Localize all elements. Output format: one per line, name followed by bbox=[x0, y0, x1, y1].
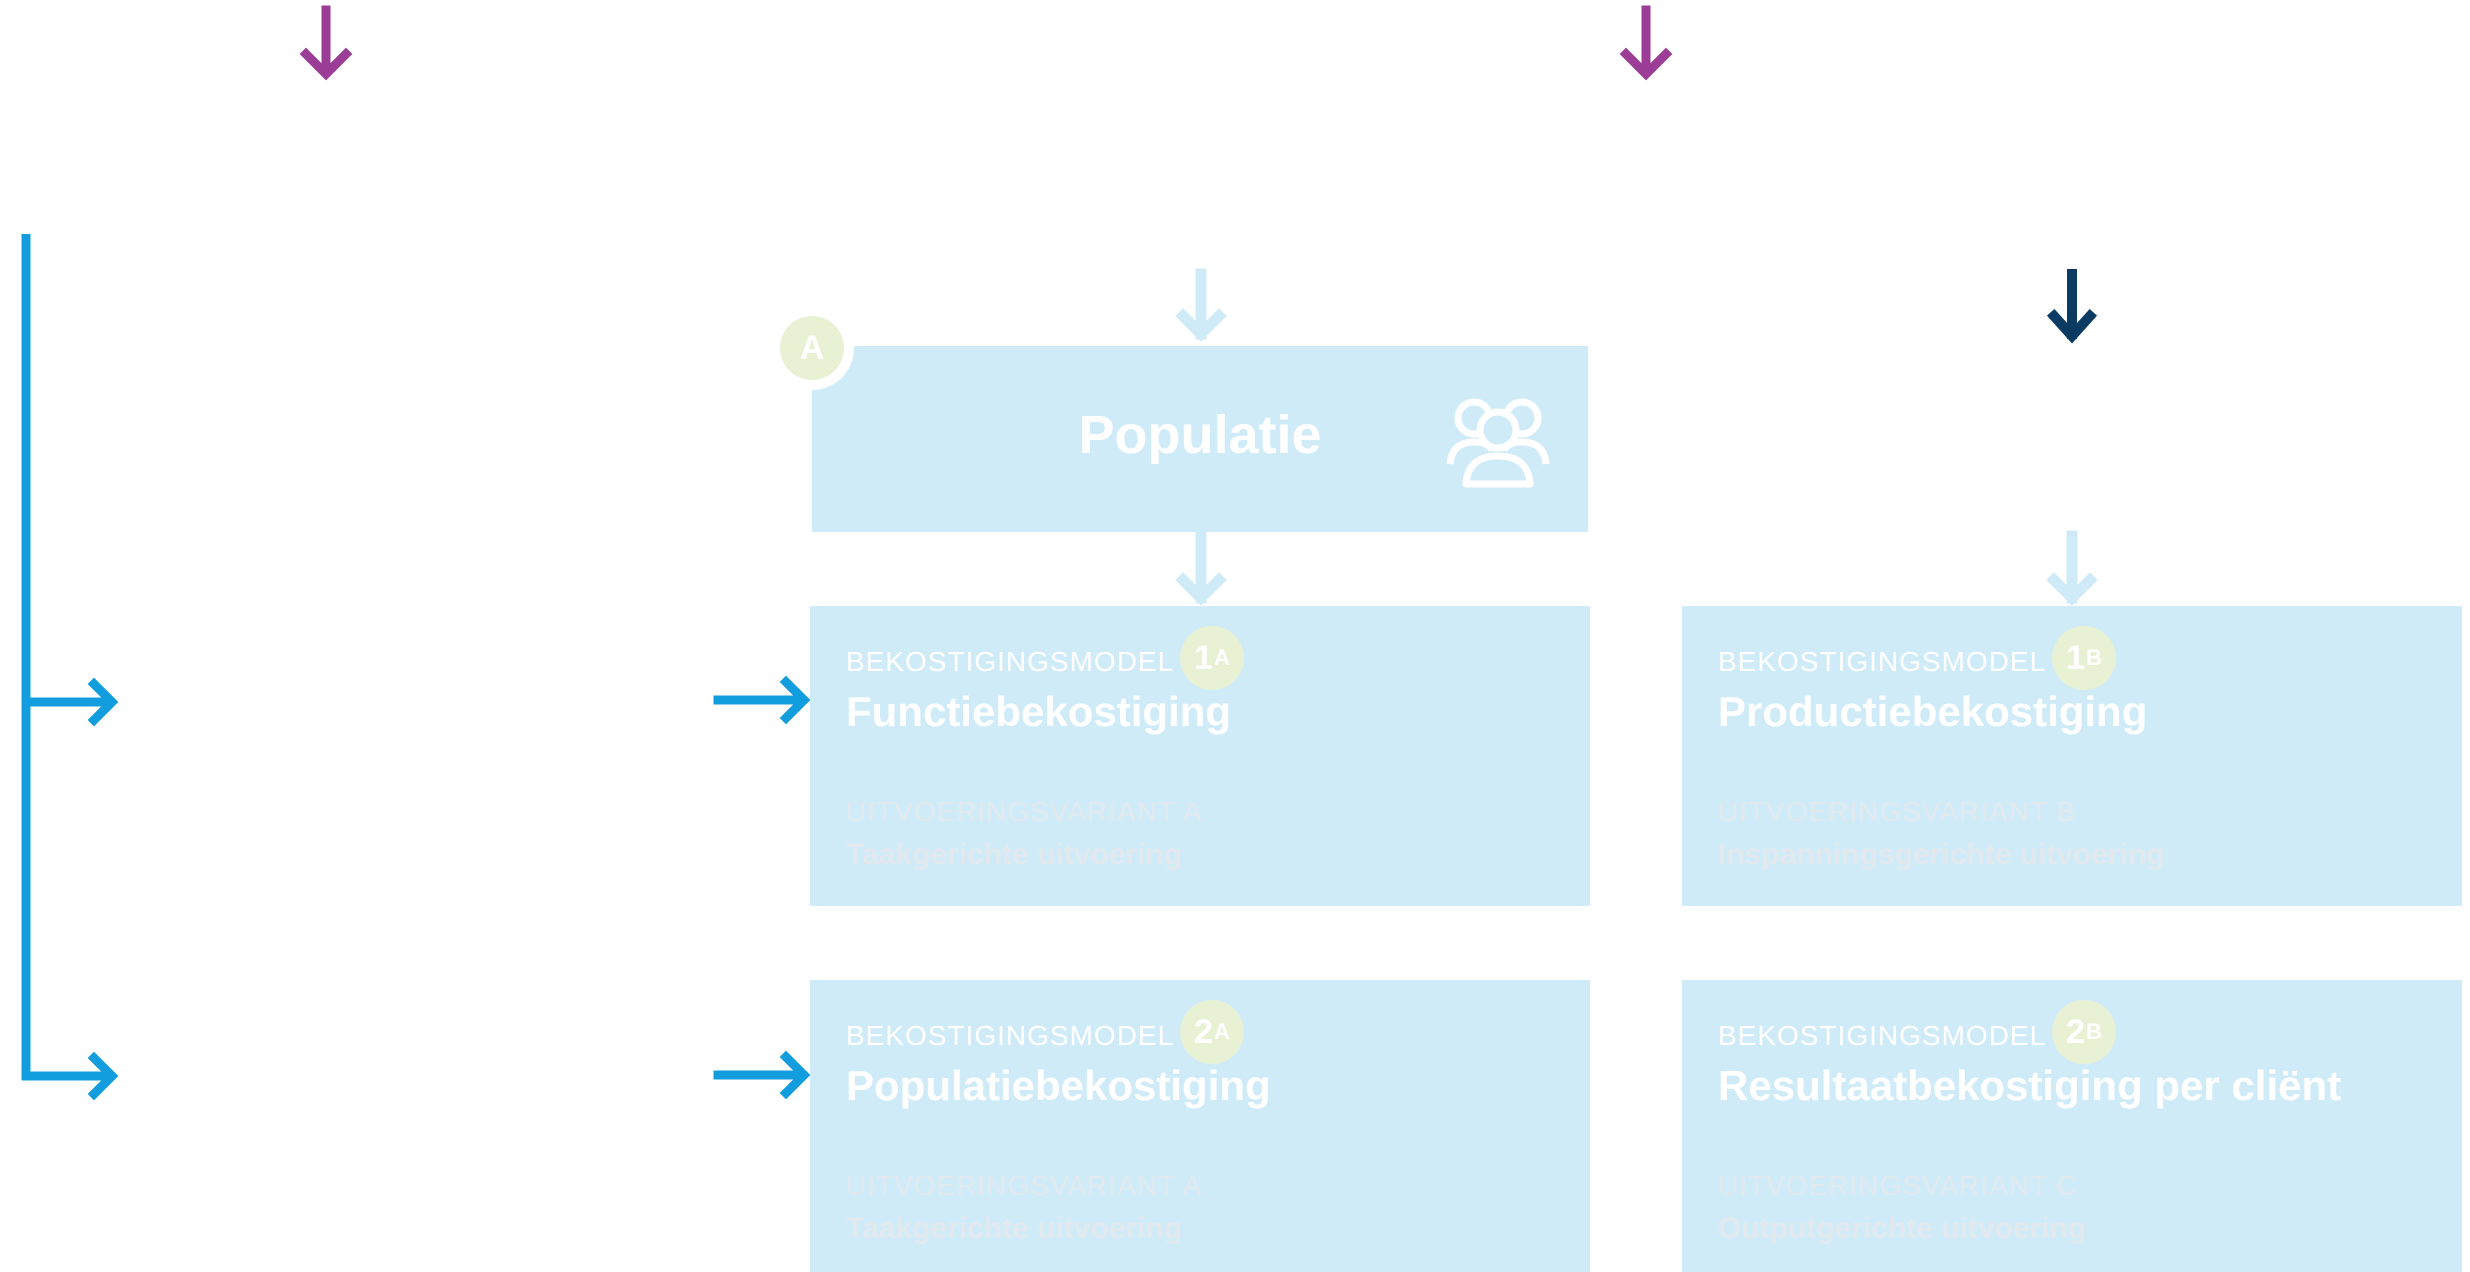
badge-number: 1 bbox=[1194, 638, 1214, 677]
populatie-badge-letter: A bbox=[799, 328, 825, 367]
badge-letter: B bbox=[2086, 645, 2102, 670]
blue-arrow-to-model-2a bbox=[713, 1050, 811, 1100]
blue-arrow-to-model-1a bbox=[713, 675, 811, 725]
badge-number: 2 bbox=[2066, 1012, 2086, 1051]
variant-label: UITVOERINGSVARIANT A bbox=[846, 796, 1203, 827]
model-name: Populatiebekostiging bbox=[846, 1062, 1271, 1109]
badge-number: 2 bbox=[1194, 1012, 1214, 1051]
light-arrow-into-populatie bbox=[1175, 268, 1227, 342]
badge-letter: B bbox=[2086, 1019, 2102, 1044]
navy-down-arrow bbox=[2046, 269, 2098, 344]
populatie-badge: A bbox=[780, 316, 844, 380]
variant-name: Taakgerichte uitvoering bbox=[846, 1212, 1183, 1245]
variant-label: UITVOERINGSVARIANT C bbox=[1718, 1170, 2078, 1201]
badge-number: 1 bbox=[2066, 638, 2086, 677]
people-group-icon bbox=[1444, 388, 1552, 493]
model-label: BEKOSTIGINGSMODEL bbox=[846, 646, 1175, 677]
populatie-box: Populatie bbox=[812, 346, 1588, 532]
light-arrow-into-1b bbox=[2046, 530, 2098, 606]
model-name: Functiebekostiging bbox=[846, 688, 1232, 735]
variant-label: UITVOERINGSVARIANT A bbox=[846, 1170, 1203, 1201]
purple-down-arrow-left bbox=[299, 5, 353, 81]
variant-name: Inspanningsgerichte uitvoering bbox=[1718, 838, 2165, 871]
variant-name: Taakgerichte uitvoering bbox=[846, 838, 1183, 871]
light-arrow-populatie-to-1a bbox=[1175, 530, 1227, 606]
purple-down-arrow-right bbox=[1619, 5, 1673, 81]
variant-label: UITVOERINGSVARIANT B bbox=[1718, 796, 2077, 827]
model-label: BEKOSTIGINGSMODEL bbox=[1718, 1020, 2047, 1051]
badge-letter: A bbox=[1214, 645, 1230, 670]
badge-letter: A bbox=[1214, 1019, 1230, 1044]
populatie-title: Populatie bbox=[1078, 405, 1322, 465]
model-name: Resultaatbekostiging per cliënt bbox=[1718, 1062, 2342, 1109]
model-label: BEKOSTIGINGSMODEL bbox=[1718, 646, 2047, 677]
model-name: Productiebekostiging bbox=[1718, 688, 2148, 735]
blue-bracket-line bbox=[21, 234, 110, 1081]
model-label: BEKOSTIGINGSMODEL bbox=[846, 1020, 1175, 1051]
blue-arrowheads-left bbox=[87, 677, 119, 1101]
variant-name: Outputgerichte uitvoering bbox=[1718, 1212, 2087, 1245]
